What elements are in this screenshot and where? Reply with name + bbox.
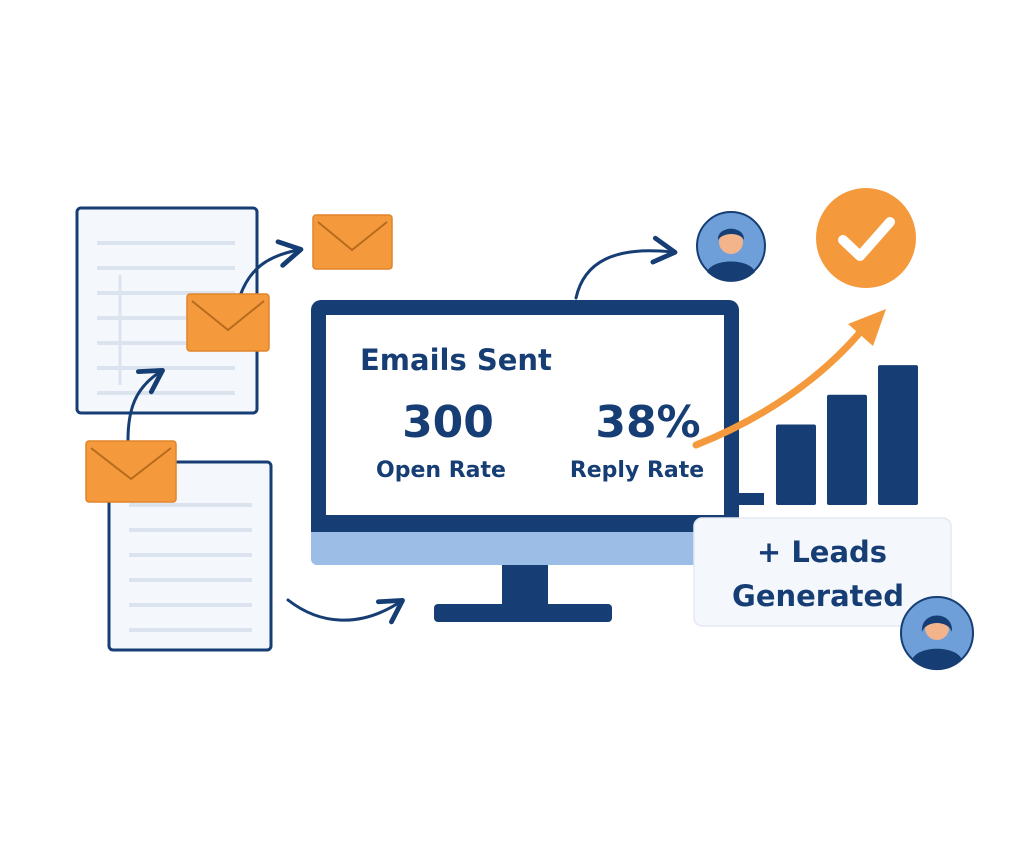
leads-card-line2: Generated: [732, 579, 904, 613]
person-avatar-icon: [900, 596, 974, 671]
monitor-base: [434, 604, 612, 622]
stat-reply-label: Reply Rate: [570, 458, 704, 483]
monitor-screen: [326, 315, 724, 515]
arrow-icon: [574, 235, 678, 300]
leads-card: [693, 517, 952, 627]
stat-reply-value: 38%: [595, 397, 700, 448]
arrow-icon: [692, 309, 886, 449]
arrow-icon: [286, 597, 405, 625]
chart-baseline: [738, 493, 764, 505]
envelope-icon: [312, 214, 393, 270]
growth-bar: [878, 365, 918, 505]
monitor: [311, 300, 739, 622]
envelope-icon: [186, 293, 270, 352]
person-avatar-icon: [696, 211, 766, 282]
stat-open-value: 300: [402, 397, 494, 448]
growth-bar: [827, 394, 867, 505]
growth-bar: [776, 424, 816, 505]
monitor-neck: [502, 565, 548, 607]
document-icon: [107, 460, 273, 652]
screen-heading: Emails Sent: [360, 343, 552, 377]
growth-bars: [776, 365, 918, 505]
checkmark-circle-icon: [816, 188, 916, 288]
leads-card-line1: + Leads: [757, 535, 887, 569]
arrow-icon: [126, 367, 165, 442]
stat-open-label: Open Rate: [376, 458, 506, 483]
envelope-icon: [85, 440, 177, 503]
arrow-icon: [238, 239, 304, 298]
